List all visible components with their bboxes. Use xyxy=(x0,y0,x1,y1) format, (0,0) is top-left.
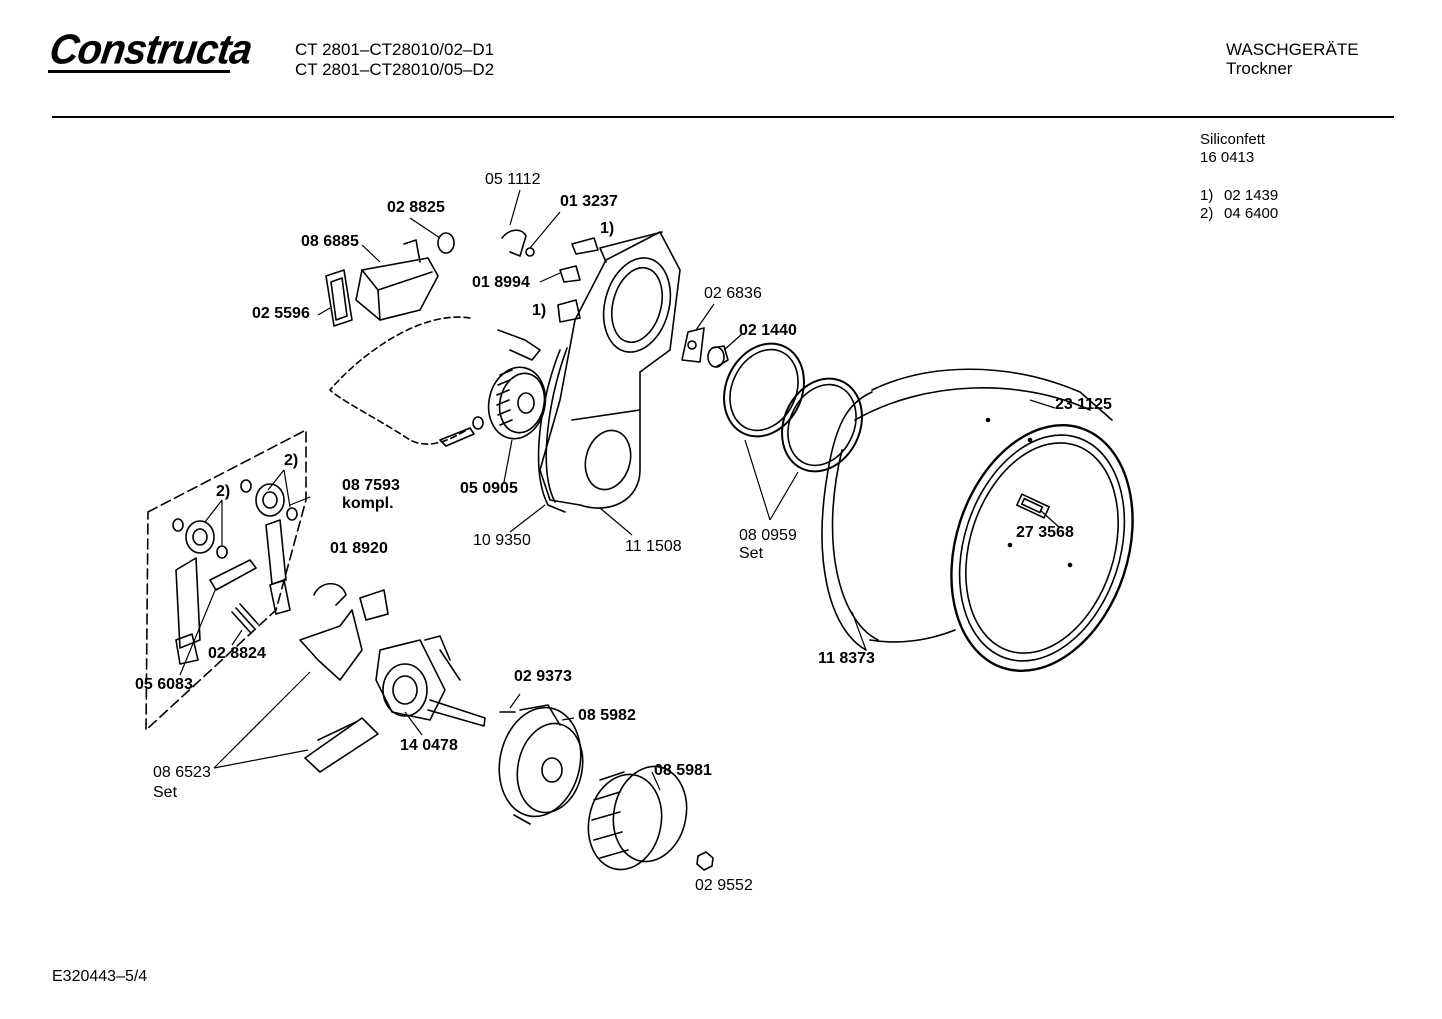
part-label-029552: 02 9552 xyxy=(695,877,753,894)
part-label-086523: 08 6523 xyxy=(153,764,211,781)
connector xyxy=(497,329,541,361)
part-label-029373: 02 9373 xyxy=(514,668,572,685)
clip-mid xyxy=(557,299,581,323)
motor-bracket xyxy=(299,609,363,681)
sensor-028825 xyxy=(437,232,455,254)
pin-018994 xyxy=(559,265,581,283)
cable xyxy=(329,316,471,445)
note-1-value: 02 1439 xyxy=(1224,187,1279,204)
header-rule xyxy=(52,116,1394,118)
pulley-left xyxy=(185,520,215,554)
logo-underline xyxy=(48,70,230,73)
drum-part xyxy=(821,368,1134,672)
model-line-1: CT 2801–CT28010/02–D1 xyxy=(295,40,495,59)
part-label-051112: 05 1112 xyxy=(485,171,541,188)
part-label-140478: 14 0478 xyxy=(400,737,458,754)
grease-number: 16 0413 xyxy=(1200,149,1255,166)
bearing-plate xyxy=(681,327,705,363)
motor xyxy=(375,635,486,727)
part-label-050905: 05 0905 xyxy=(460,480,518,497)
part-label-028825: 02 8825 xyxy=(387,199,445,216)
pulley-right xyxy=(255,483,285,517)
part-label-273568: 27 3568 xyxy=(1016,524,1074,541)
note-marker-1-mid: 1) xyxy=(532,302,547,319)
part-label-025596: 02 5596 xyxy=(252,305,310,322)
part-label-087593: 08 7593 xyxy=(342,477,400,494)
note-2-value: 04 6400 xyxy=(1224,205,1279,222)
set-label-080959: Set xyxy=(739,545,764,562)
part-label-026836: 02 6836 xyxy=(704,285,762,302)
fan-housing xyxy=(498,704,584,825)
note-marker-1-top: 1) xyxy=(600,220,615,237)
part-label-109350: 10 9350 xyxy=(473,532,531,549)
bracket-056083 xyxy=(175,557,201,649)
grease-label: Siliconfett xyxy=(1200,131,1266,148)
assembly-boundary xyxy=(145,429,307,731)
part-label-085981: 08 5981 xyxy=(654,762,712,779)
heater-cover xyxy=(355,239,439,321)
note-2-key: 2) xyxy=(1200,205,1214,222)
note-marker-2-upper: 2) xyxy=(284,452,299,469)
note-marker-2-left: 2) xyxy=(216,483,231,500)
model-line-2: CT 2801–CT28010/05–D2 xyxy=(295,60,495,79)
part-label-085982: 08 5982 xyxy=(578,707,636,724)
document-id: E320443–5/4 xyxy=(52,968,148,985)
clip-051112 xyxy=(501,229,527,257)
part-label-028824: 02 8824 xyxy=(208,645,266,662)
rear-housing xyxy=(537,231,681,513)
part-label-086885: 08 6885 xyxy=(301,233,359,250)
part-label-013237: 01 3237 xyxy=(560,193,618,210)
bearing xyxy=(707,345,729,368)
blower-wheel xyxy=(587,765,688,871)
mount-plate xyxy=(304,717,379,773)
kompl-label: kompl. xyxy=(342,495,394,512)
ring-013237 xyxy=(525,247,535,257)
category: WASCHGERÄTE xyxy=(1226,40,1359,59)
part-label-018994: 01 8994 xyxy=(472,274,530,291)
seal-025596 xyxy=(325,269,353,327)
seal-rings xyxy=(723,342,863,473)
note-1-key: 1) xyxy=(1200,187,1214,204)
spring-028824 xyxy=(231,603,259,633)
part-label-111508: 11 1508 xyxy=(625,538,682,555)
leader-lines xyxy=(179,189,1061,791)
part-label-118373: 11 8373 xyxy=(818,650,875,667)
nut-029552 xyxy=(696,851,714,871)
part-label-056083: 05 6083 xyxy=(135,676,193,693)
part-label-080959: 08 0959 xyxy=(739,527,797,544)
fan-wheel xyxy=(472,366,547,440)
subcategory: Trockner xyxy=(1226,59,1293,78)
part-label-021440: 02 1440 xyxy=(739,322,797,339)
set-label-086523: Set xyxy=(153,784,178,801)
clip-top xyxy=(571,237,599,255)
part-label-231125: 23 1125 xyxy=(1055,396,1112,413)
part-label-018920: 01 8920 xyxy=(330,540,388,557)
